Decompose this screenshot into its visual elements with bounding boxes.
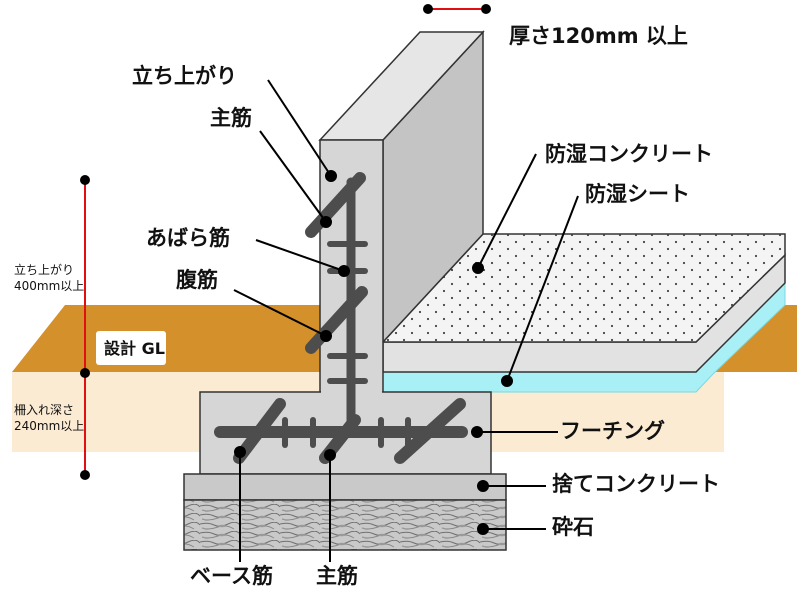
- moisture-sheet-label: 防湿シート: [585, 182, 690, 206]
- base-bar-label: ベース筋: [190, 564, 273, 588]
- rise-height-line2: 400mm以上: [14, 279, 85, 294]
- moisture-concrete-label: 防湿コンクリート: [545, 142, 713, 166]
- main-bar-bottom-left: [233, 398, 286, 464]
- leader-lines: [233, 79, 579, 562]
- main-bar-bottom-label: 主筋: [316, 564, 358, 588]
- web-bar: [305, 286, 368, 354]
- thickness-label: 厚さ120mm 以上: [509, 24, 688, 48]
- embed-depth-line2: 240mm以上: [14, 419, 85, 434]
- design-gl-label: 設計 GL: [104, 339, 165, 358]
- web-bar-label: 腹筋: [176, 268, 218, 292]
- main-bar-top-label: 主筋: [210, 106, 252, 130]
- slab-dots: [383, 234, 785, 342]
- lean-concrete-layer: [183, 473, 507, 501]
- embed-depth-line1: 柵入れ深さ: [14, 403, 75, 417]
- gravel-layer: [183, 499, 507, 551]
- rise-label: 立ち上がり: [132, 64, 237, 88]
- rise-height-note: 立ち上がり 400mm以上: [14, 262, 84, 294]
- rebar-group: [214, 172, 468, 464]
- stirrup-label: あばら筋: [146, 226, 230, 250]
- rise-height-line1: 立ち上がり: [14, 263, 75, 277]
- dimension-lines: [80, 4, 491, 480]
- main-bar-bottom-right: [394, 398, 466, 464]
- design-gl-box: [96, 331, 166, 365]
- lean-concrete-label: 捨てコンクリート: [552, 472, 720, 496]
- gravel-label: 砕石: [552, 515, 594, 539]
- embed-depth-note: 柵入れ深さ 240mm以上: [14, 402, 84, 434]
- main-bar-top: [305, 172, 366, 238]
- footing-label: フーチング: [560, 419, 665, 443]
